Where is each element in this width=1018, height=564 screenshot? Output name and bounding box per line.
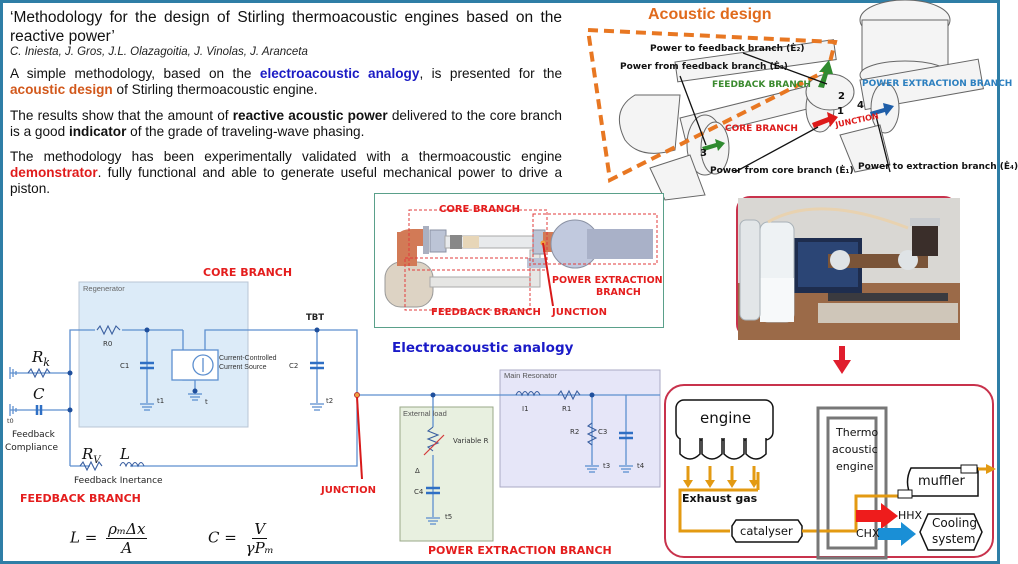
node-1: 1 — [837, 106, 844, 117]
highlight-indicator: indicator — [68, 124, 127, 139]
circuit-label-rk: Rk — [32, 348, 50, 369]
circuit-label-compliance: Compliance — [5, 443, 58, 453]
label-power-extraction-branch: POWER EXTRACTION BRANCH — [862, 79, 1013, 89]
circuit-label-t5: t5 — [445, 513, 453, 521]
circuit-label-rv: RV — [82, 445, 101, 466]
circuit-label-t2: t2 — [326, 397, 334, 405]
circuit-label-c3: C3 — [598, 428, 608, 436]
paper-title: ‘Methodology for the design of Stirling … — [10, 9, 562, 45]
circuit-label-delta: Δ — [415, 467, 420, 475]
junction-leader — [356, 396, 363, 480]
circuit-label-r1: R1 — [562, 405, 572, 413]
circuit-label-l: L — [120, 445, 130, 463]
label-feedback-branch: FEEDBACK BRANCH — [712, 80, 811, 90]
circuit-label-t0: t0 — [7, 417, 14, 425]
electroacoustic-title: Electroacoustic analogy — [392, 340, 574, 356]
electroacoustic-circuit: CORE BRANCH Regenerator R0 C1 t1 t Curre… — [0, 255, 670, 564]
chx-arrow — [878, 522, 916, 546]
arrow-feedback-out — [818, 60, 833, 88]
arrow-feedback-in — [702, 139, 725, 151]
circuit-label-regenerator: Regenerator — [83, 284, 125, 293]
model-label-power-extraction: POWER EXTRACTION — [552, 275, 663, 286]
circuit-label-r2: R2 — [570, 428, 580, 436]
circuit-label-power-extraction-branch: POWER EXTRACTION BRANCH — [428, 544, 612, 557]
demonstrator-photo — [736, 196, 960, 340]
circuit-label-feedback-inertance: Feedback Inertance — [74, 476, 163, 486]
circuit-label-variable-r: Variable R — [453, 437, 489, 445]
label-core-branch: CORE BRANCH — [725, 124, 798, 134]
circuit-label-core-branch: CORE BRANCH — [203, 266, 293, 279]
circuit-label-t3: t3 — [603, 462, 611, 470]
hhx-arrow — [856, 503, 898, 529]
paper-authors: C. Iniesta, J. Gros, J.L. Olazagoitia, J… — [10, 46, 308, 58]
circuit-label-r0: R0 — [103, 340, 113, 348]
circuit-label-main-resonator: Main Resonator — [504, 371, 557, 380]
flow-label-cooling: Cooling — [932, 516, 977, 530]
paragraph-results: The results show that the amount of reac… — [10, 108, 562, 139]
acoustic-design-title: Acoustic design — [648, 6, 772, 23]
circuit-label-t1: t1 — [157, 397, 165, 405]
flow-label-system: system — [932, 532, 976, 546]
flow-label-catalyser: catalyser — [740, 524, 793, 538]
circuit-label-i1: I1 — [522, 405, 529, 413]
cooling-system-block — [919, 513, 983, 551]
circuit-label-ccs-2: Current Source — [219, 364, 267, 371]
highlight-electroacoustic-analogy: electroacoustic analogy — [259, 66, 420, 81]
flow-label-chx: CHX — [856, 527, 880, 540]
main-resonator-box — [499, 369, 661, 488]
paragraph-validation: The methodology has been experimentally … — [10, 149, 562, 196]
circuit-label-ccs-1: Current-Controlled — [219, 355, 277, 362]
flow-label-exhaust-gas: Exhaust gas — [682, 492, 758, 505]
circuit-label-c1: C1 — [120, 362, 130, 370]
highlight-reactive-power: reactive acoustic power — [232, 108, 388, 123]
highlight-demonstrator: demonstrator — [10, 165, 98, 180]
label-power-to-feedback: Power to feedback branch (Ė₂) — [650, 44, 805, 54]
node-2: 2 — [838, 91, 845, 102]
flow-label-muffler: muffler — [918, 474, 965, 489]
flow-label-hhx: HHX — [898, 509, 923, 522]
circuit-label-tbt: TBT — [306, 313, 325, 323]
model-label-branch: BRANCH — [596, 287, 641, 298]
circuit-label-t: t — [205, 398, 208, 406]
label-power-to-extraction: Power to extraction branch (Ė₄) — [858, 162, 1018, 172]
circuit-label-t4: t4 — [637, 462, 645, 470]
arrow-core — [812, 112, 838, 128]
acoustic-design-diagram: Acoustic design Power to feedback branch… — [580, 0, 1018, 201]
circuit-label-feedback-branch: FEEDBACK BRANCH — [20, 492, 141, 505]
muffler-block — [906, 467, 979, 497]
arrow-extraction — [870, 103, 894, 116]
regenerator-box — [78, 281, 249, 428]
flow-label-thermo: Thermo — [836, 426, 879, 439]
circuit-label-c: C — [33, 385, 45, 403]
model-label-junction: JUNCTION — [552, 307, 607, 318]
model-diagram: CORE BRANCH POWER EXTRACTION BRANCH FEED… — [374, 193, 664, 328]
node-4: 4 — [857, 100, 864, 111]
thermoacoustic-engine-inner — [826, 416, 878, 550]
label-power-from-feedback: Power from feedback branch (Ė₃) — [620, 62, 788, 72]
thermoacoustic-engine-outer — [816, 406, 888, 560]
circuit-label-c2: C2 — [289, 362, 299, 370]
flow-label-acoustic: acoustic — [832, 443, 878, 456]
flow-label-engine-2: engine — [836, 460, 874, 473]
model-label-core-branch: CORE BRANCH — [439, 204, 520, 215]
node-3: 3 — [700, 148, 707, 159]
circuit-label-c4: C4 — [414, 488, 424, 496]
catalyser-block — [731, 519, 803, 543]
application-flow-diagram: engine Exhaust gas catalyser Thermo acou… — [664, 384, 996, 560]
label-power-from-core: Power from core branch (Ė₁) — [710, 166, 854, 176]
circuit-label-junction: JUNCTION — [321, 485, 376, 496]
circuit-label-feedback: Feedback — [12, 430, 55, 440]
paragraph-methodology: A simple methodology, based on the elect… — [10, 66, 563, 97]
down-arrow-icon — [833, 346, 851, 374]
model-label-feedback-branch: FEEDBACK BRANCH — [431, 307, 541, 318]
external-load-box — [399, 406, 494, 542]
flow-label-engine: engine — [700, 409, 752, 427]
highlight-acoustic-design: acoustic design — [10, 82, 113, 97]
circuit-label-external-load: External load — [403, 409, 447, 418]
